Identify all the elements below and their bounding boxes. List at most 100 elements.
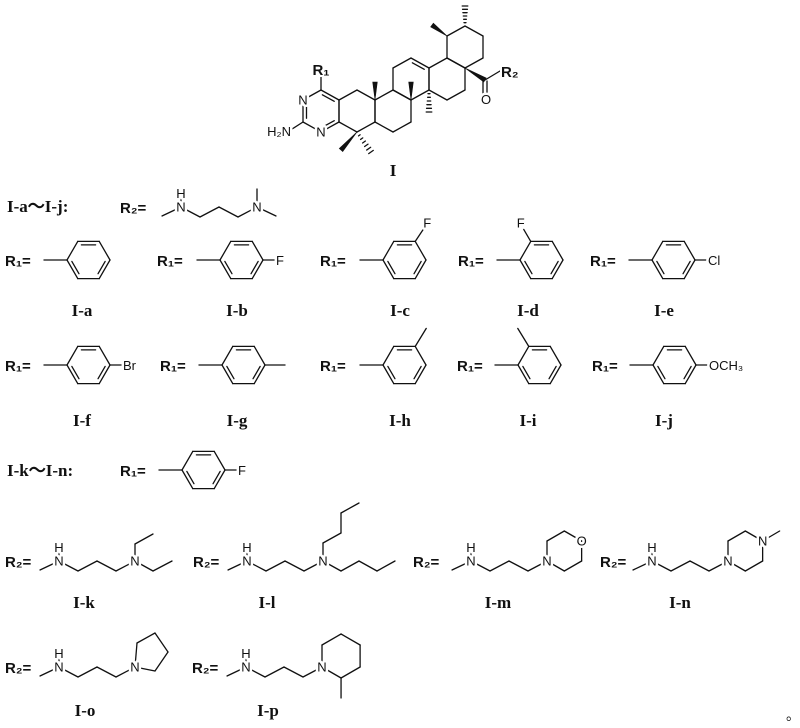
compound-label: I-a [72, 301, 93, 320]
chain-bond [180, 206, 201, 218]
double-bond-line [212, 470, 221, 485]
benzene-ring-bond [683, 240, 696, 261]
butyl-bond [376, 560, 396, 572]
ring-bond [338, 89, 358, 101]
amine-nitrogen: N [54, 554, 63, 569]
substituent-bond [523, 228, 532, 243]
benzene-ring-bond [66, 345, 79, 366]
ring-bond [464, 25, 484, 37]
benzene-ring-bond [251, 240, 264, 261]
benzene-ring-bond [414, 364, 427, 385]
double-bond-line [387, 260, 396, 275]
series-a-j-header: I-a～I-j:R₂=NHN [7, 184, 277, 219]
substituent-atom: F [517, 215, 525, 230]
butyl-bond [340, 560, 360, 572]
chain-bond [670, 560, 691, 572]
benzene-ring-bond [519, 259, 532, 280]
chain-bond [39, 666, 60, 677]
benzene-ring-bond [517, 345, 530, 366]
benzene-ring-bond [382, 259, 395, 280]
double-bond-line [71, 260, 80, 275]
benzene-ring-bond [219, 259, 232, 280]
methyl-bond [256, 206, 277, 217]
chain-bond [303, 560, 324, 572]
amine-hydrogen: H [647, 540, 656, 555]
chain-bond [115, 666, 136, 678]
wedge-bond [372, 81, 378, 101]
piperidine-ring-bond [321, 666, 342, 679]
benzene-ring-bond [382, 345, 395, 366]
benzene-ring-bond [253, 345, 266, 366]
chain-bond [264, 666, 285, 678]
benzene-ring-bond [684, 345, 697, 366]
benzene-ring-bond [221, 345, 234, 366]
methyl-bond [414, 327, 427, 348]
butyl-bond [340, 502, 360, 514]
benzene-ring-bond [251, 259, 264, 280]
butyl-bond [322, 560, 342, 572]
benzene-ring-bond [517, 364, 530, 385]
double-bond-line [413, 260, 422, 275]
double-bond-line [250, 260, 259, 275]
wedge-bond [338, 131, 358, 152]
piperidine-nitrogen: N [317, 660, 326, 675]
benzene-ring-bond [66, 364, 79, 385]
ring-bond [446, 89, 466, 101]
pyrrolidine-ring-bond [136, 632, 156, 644]
butyl-bond [322, 532, 342, 544]
benzene-ring-bond [549, 364, 562, 385]
r1-prefix: R₁= [457, 358, 483, 375]
chain-bond [508, 560, 529, 572]
benzene-ring-bond [684, 364, 697, 385]
amine-hydrogen: H [54, 540, 63, 555]
r1-prefix: R₁= [592, 358, 618, 375]
nitrogen-atom: N [298, 93, 307, 108]
benzene-ring-bond [651, 240, 664, 261]
benzene-ring-bond [651, 259, 664, 280]
compound-label: I-l [259, 593, 276, 612]
morpholine-ring-bond [546, 560, 565, 572]
double-bond-line [411, 62, 425, 71]
compound-label: I-h [389, 411, 411, 430]
hashed-bond-segment [363, 143, 369, 148]
ring-bond [428, 57, 448, 69]
pyrrolidine-ring-bond [134, 642, 138, 668]
double-bond-line [657, 365, 666, 380]
r1-prefix: R₁= [320, 253, 346, 270]
chain-bond [246, 560, 267, 572]
ring-bond [374, 121, 394, 133]
compound-label: I-p [257, 701, 279, 720]
double-bond-line [524, 260, 533, 275]
benzene-ring-bond [652, 345, 665, 366]
ring-bond [410, 57, 430, 69]
double-bond-line [252, 365, 261, 380]
benzene-ring-bond [213, 450, 226, 471]
tertiary-amine-nitrogen: N [130, 554, 139, 569]
benzene-ring-bond [213, 469, 226, 490]
oxygen-atom: O [481, 92, 491, 107]
hashed-bond-segment [359, 137, 364, 141]
r2-prefix: R₂= [5, 660, 31, 677]
ring-bond [446, 25, 466, 37]
amine-hydrogen: H [241, 646, 250, 661]
chain-bond [58, 560, 79, 572]
tertiary-amine-nitrogen: N [318, 554, 327, 569]
benzene-ring-bond [382, 364, 395, 385]
chain-bond [96, 560, 117, 572]
substituent-atom: OCH₃ [709, 358, 743, 373]
amine-hydrogen: H [466, 540, 475, 555]
double-bond-line [321, 94, 335, 103]
chain-bond [199, 206, 220, 218]
piperidine-ring-bond [340, 666, 361, 679]
end-punctuation: 。 [786, 708, 800, 724]
r1-group-I-h: R₁=I-h [318, 327, 427, 430]
double-bond-line [550, 260, 559, 275]
pyrrolidine-nitrogen: N [130, 660, 139, 675]
benzene-ring-bond [652, 364, 665, 385]
r1-group-I-i: R₁=I-i [455, 327, 562, 430]
morpholine-oxygen: O [577, 534, 587, 549]
ring-bond [410, 89, 430, 101]
pyrimidine-ring-bond [302, 121, 322, 133]
